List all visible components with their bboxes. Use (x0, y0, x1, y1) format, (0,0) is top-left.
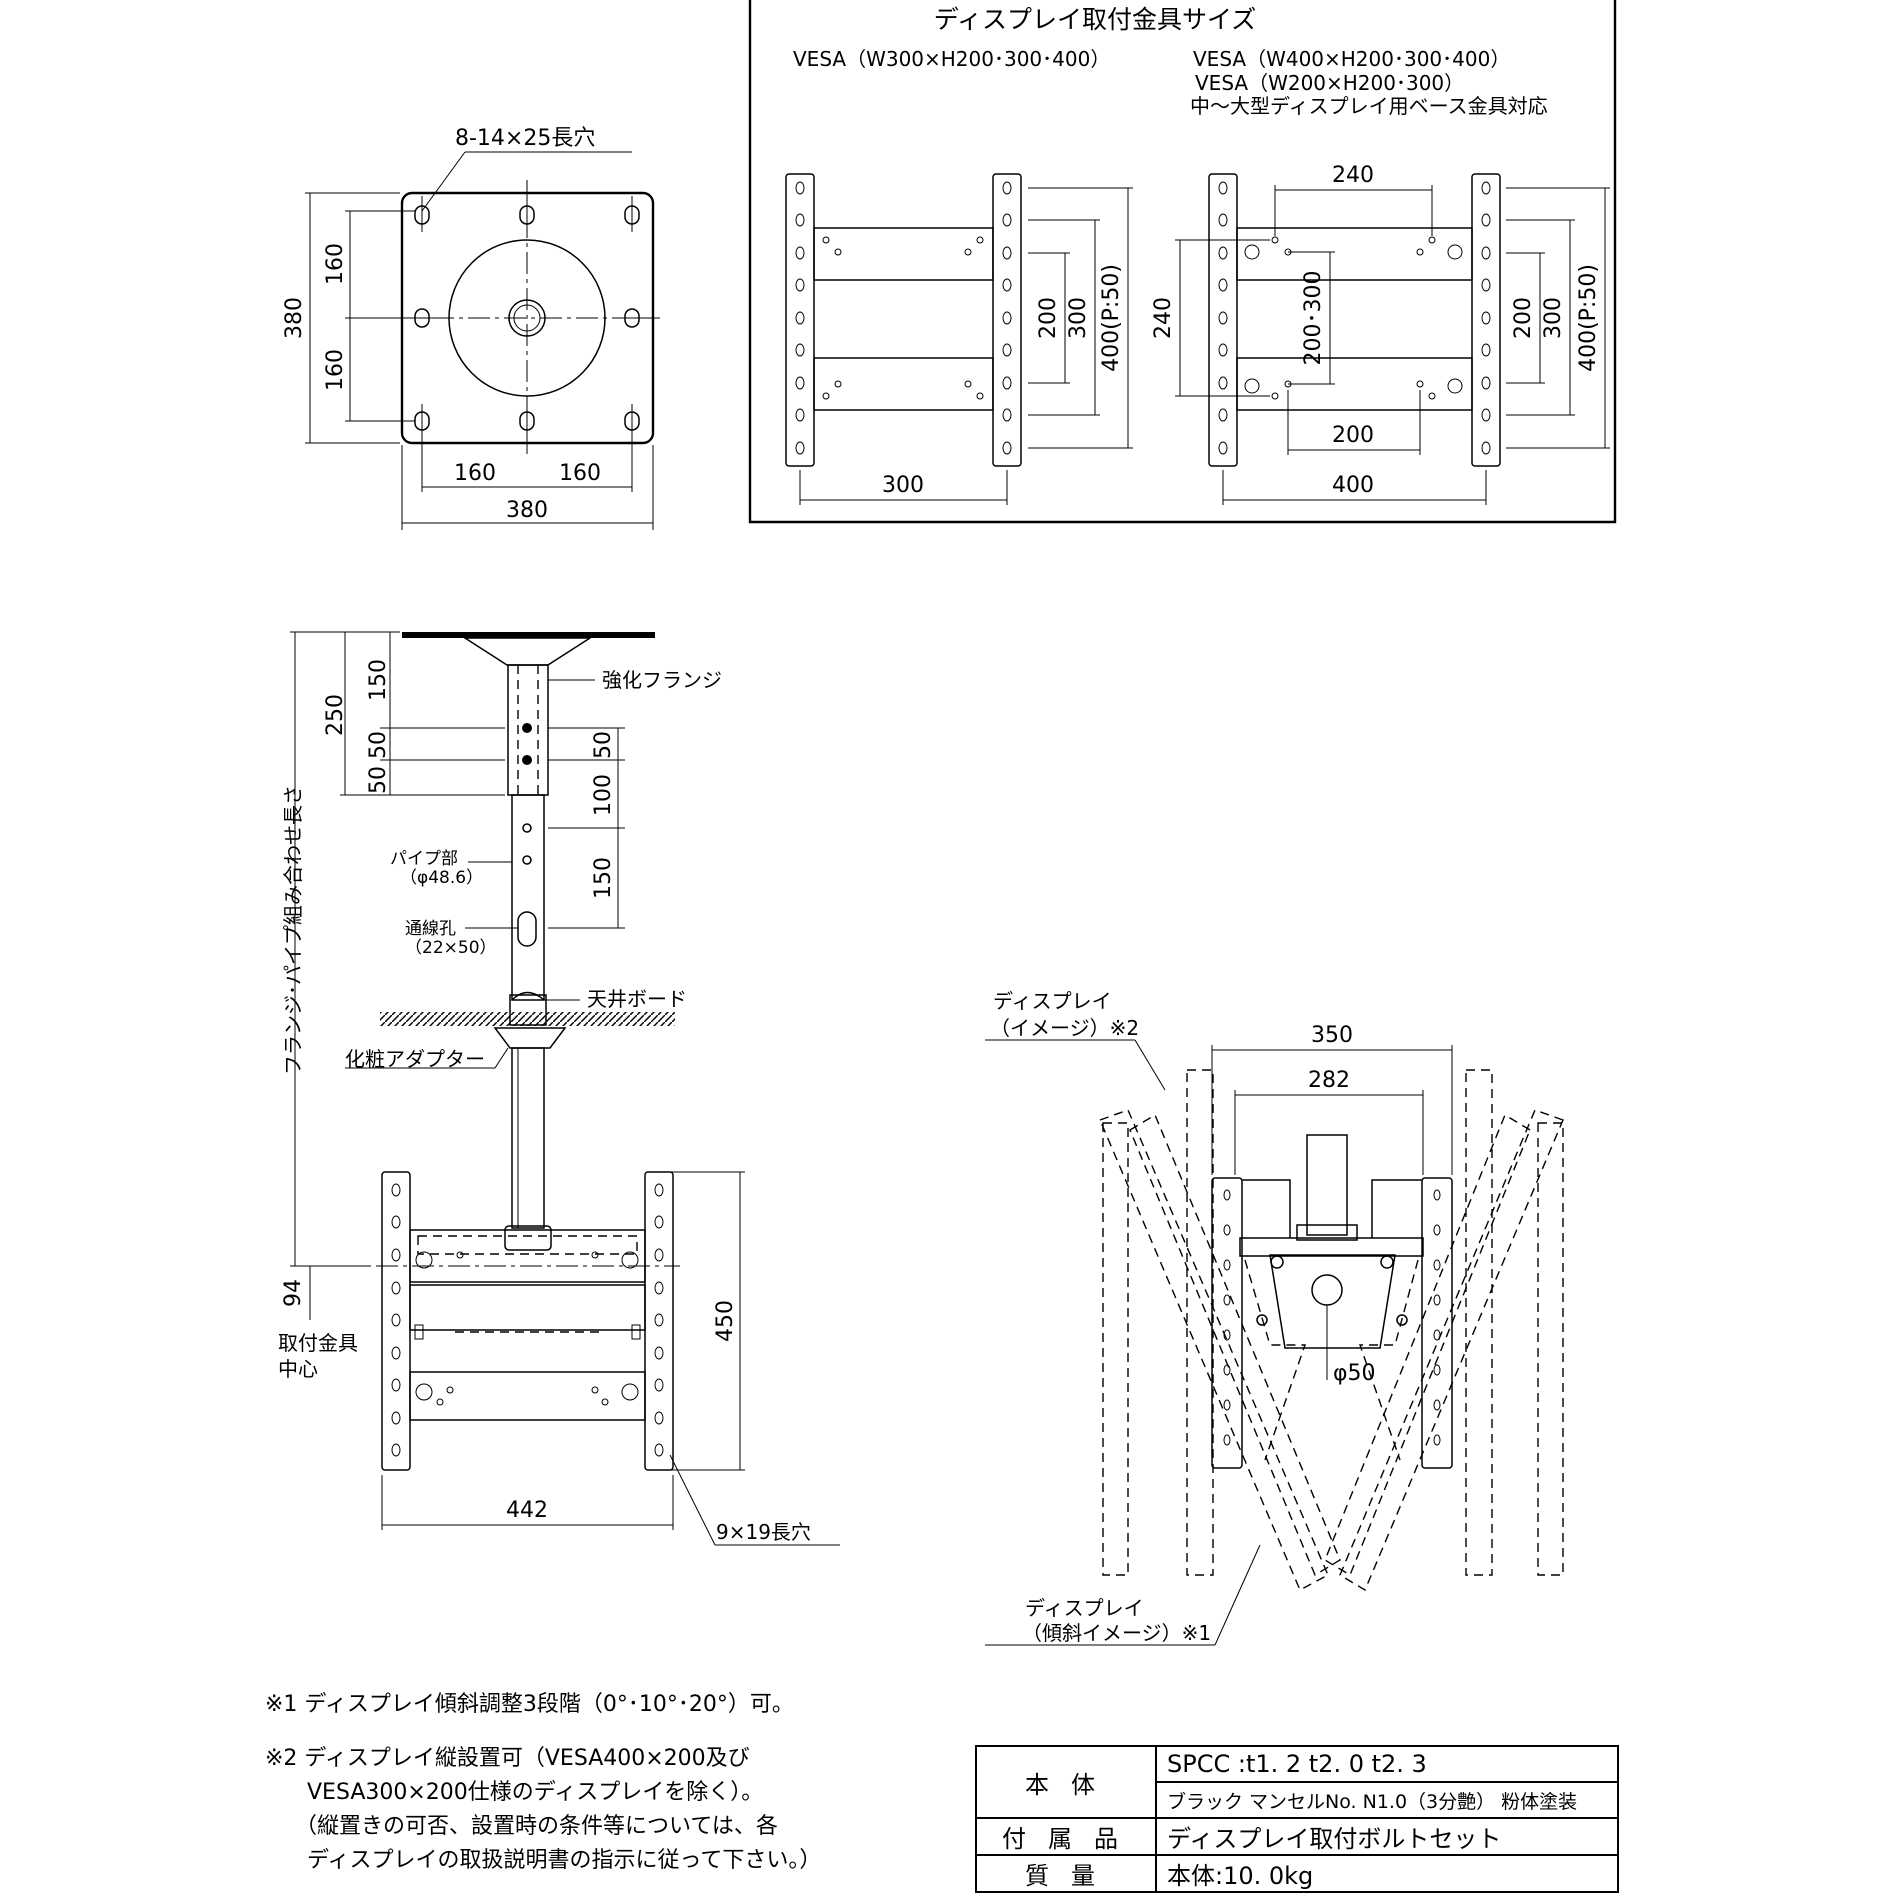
label-pipe: パイプ部 (390, 849, 458, 869)
spec-table: 本体 SPCC :t1. 2 t2. 0 t2. 3 ブラック マンセルNo. … (975, 1745, 1619, 1893)
label-combined-length: フランジ･パイプ組み合わせ長さ (281, 785, 305, 1075)
dim-vesa-right-240-left: 240 (1151, 297, 1176, 339)
spec-row-accessory: 付属品 ディスプレイ取付ボルトセット (975, 1817, 1619, 1856)
dim-side-50-b: 50 (366, 766, 391, 794)
vesa-left-label: VESA（W300×H200･300･400） (793, 47, 1110, 71)
label-pipe-diameter: （φ48.6） (400, 868, 483, 888)
dim-flange-h160-right: 160 (559, 461, 601, 486)
dim-tilt-350: 350 (1311, 1023, 1353, 1048)
dim-flange-h160-left: 160 (454, 461, 496, 486)
vesa-title: ディスプレイ取付金具サイズ (934, 5, 1257, 34)
flange-hole-label: 8-14×25長穴 (455, 126, 595, 151)
dim-side-150-bottom: 150 (591, 857, 616, 899)
tilt-view: 350 282 φ50 ディスプレイ （イメージ）※2 ディスプレイ （傾斜イメ… (985, 989, 1564, 1646)
spec-row-body: 本体 SPCC :t1. 2 t2. 0 t2. 3 (975, 1745, 1619, 1819)
spec-accessory-label: 付属品 (975, 1817, 1157, 1856)
spec-mass-label: 質量 (975, 1854, 1157, 1893)
label-display-image: ディスプレイ (993, 989, 1112, 1013)
dim-vesa-right-400w: 400 (1332, 473, 1374, 498)
label-phi50: φ50 (1333, 1361, 1376, 1386)
vesa-bracket-right: 240 200 400 240 200･300 200 300 400(P:50… (1151, 163, 1610, 505)
dim-side-100: 100 (591, 774, 616, 816)
notes: ※1 ディスプレイ傾斜調整3段階（0°･10°･20°）可。 ※2 ディスプレイ… (265, 1688, 821, 1878)
dim-side-250: 250 (323, 694, 348, 736)
dim-vesa-right-200-300: 200･300 (1301, 271, 1326, 366)
label-ceiling-board: 天井ボード (587, 987, 687, 1011)
dim-side-50-c: 50 (591, 731, 616, 759)
label-cosmetic-adapter: 化粧アダプター (345, 1047, 485, 1071)
note-2c: （縦置きの可否、設置時の条件等については、各 (295, 1814, 778, 1840)
dim-tilt-282: 282 (1308, 1068, 1350, 1093)
dim-vesa-right-200-bottom: 200 (1332, 423, 1374, 448)
dim-vesa-right-240-top: 240 (1332, 163, 1374, 188)
dim-flange-v380: 380 (282, 297, 307, 339)
label-slot: 9×19長穴 (716, 1520, 811, 1544)
label-wiring-hole-size: （22×50） (405, 938, 497, 958)
dim-vesa-right-300: 300 (1541, 297, 1566, 339)
label-display-tilt: ディスプレイ (1025, 1596, 1144, 1620)
dim-flange-h380: 380 (506, 498, 548, 523)
dim-vesa-right-400: 400(P:50) (1576, 264, 1601, 372)
label-flange: 強化フランジ (602, 668, 722, 692)
label-display-tilt-note: （傾斜イメージ）※1 (1022, 1621, 1211, 1645)
dim-vesa-right-200: 200 (1511, 297, 1536, 339)
label-bracket-center-2: 中心 (278, 1357, 318, 1381)
dim-vesa-left-300: 300 (1066, 297, 1091, 339)
note-1: ※1 ディスプレイ傾斜調整3段階（0°･10°･20°）可。 (265, 1692, 794, 1717)
dim-vesa-left-400: 400(P:50) (1099, 264, 1124, 372)
dim-vesa-left-200: 200 (1036, 297, 1061, 339)
spec-mass-value: 本体:10. 0kg (1155, 1854, 1619, 1893)
dim-side-442: 442 (506, 1498, 548, 1523)
spec-accessory-value: ディスプレイ取付ボルトセット (1155, 1817, 1619, 1856)
vesa-right-label-3: 中～大型ディスプレイ用ベース金具対応 (1190, 94, 1548, 118)
label-bracket-center-1: 取付金具 (278, 1331, 358, 1355)
note-2d: ディスプレイの取扱説明書の指示に従って下さい。） (307, 1848, 822, 1874)
label-display-image-note: （イメージ）※2 (990, 1016, 1139, 1040)
flange-plate-view: 8-14×25長穴 160 160 380 160 160 380 (282, 126, 660, 530)
spec-row-body-2: ブラック マンセルNo. N1.0（3分艶） 粉体塗装 (976, 1781, 1619, 1819)
note-2b: VESA300×200仕様のディスプレイを除く）。 (307, 1780, 764, 1806)
vesa-right-label-2: VESA（W200×H200･300） (1195, 71, 1464, 95)
dim-flange-v160-bottom: 160 (323, 349, 348, 391)
dim-flange-v160-top: 160 (323, 243, 348, 285)
vesa-bracket-left: 200 300 400(P:50) 300 (785, 173, 1133, 505)
vesa-size-panel: ディスプレイ取付金具サイズ VESA（W300×H200･300･400） VE… (748, 0, 1617, 524)
side-view: 250 150 50 50 50 100 150 94 450 442 強化フラ… (278, 631, 840, 1546)
dim-side-94: 94 (281, 1279, 306, 1307)
vesa-right-label-1: VESA（W400×H200･300･400） (1193, 47, 1510, 71)
label-wiring-hole: 通線孔 (405, 919, 456, 939)
spec-body-value-2: ブラック マンセルNo. N1.0（3分艶） 粉体塗装 (1155, 1781, 1619, 1819)
spec-body-value-1: SPCC :t1. 2 t2. 0 t2. 3 (1155, 1745, 1619, 1783)
dim-side-150-top: 150 (366, 659, 391, 701)
spec-row-mass: 質量 本体:10. 0kg (975, 1854, 1619, 1893)
note-2a: ※2 ディスプレイ縦設置可（VESA400×200及び (265, 1746, 750, 1772)
dim-side-50-a: 50 (366, 731, 391, 759)
spec-body-label: 本体 (975, 1745, 1157, 1819)
dim-side-450: 450 (713, 1300, 738, 1342)
dim-vesa-left-300w: 300 (882, 473, 924, 498)
